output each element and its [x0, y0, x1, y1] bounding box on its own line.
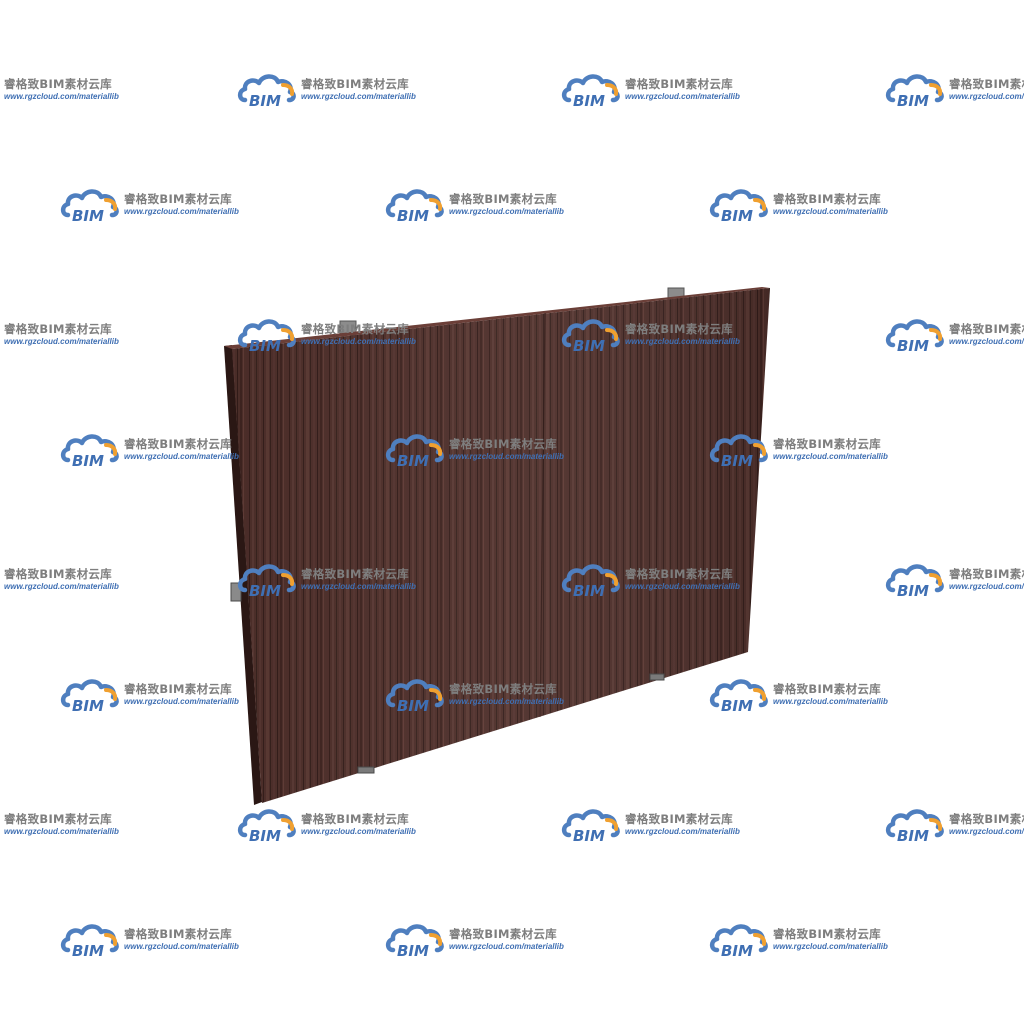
panel-face-shade	[232, 288, 770, 803]
panel-seam-middle	[539, 312, 546, 718]
mounting-bracket-bottom-left	[357, 766, 375, 774]
mounting-bracket-side-left	[230, 582, 242, 602]
panel-top-edge	[224, 287, 770, 349]
mounting-bracket-bottom-right	[649, 673, 665, 681]
panel-seam-right	[654, 299, 661, 677]
